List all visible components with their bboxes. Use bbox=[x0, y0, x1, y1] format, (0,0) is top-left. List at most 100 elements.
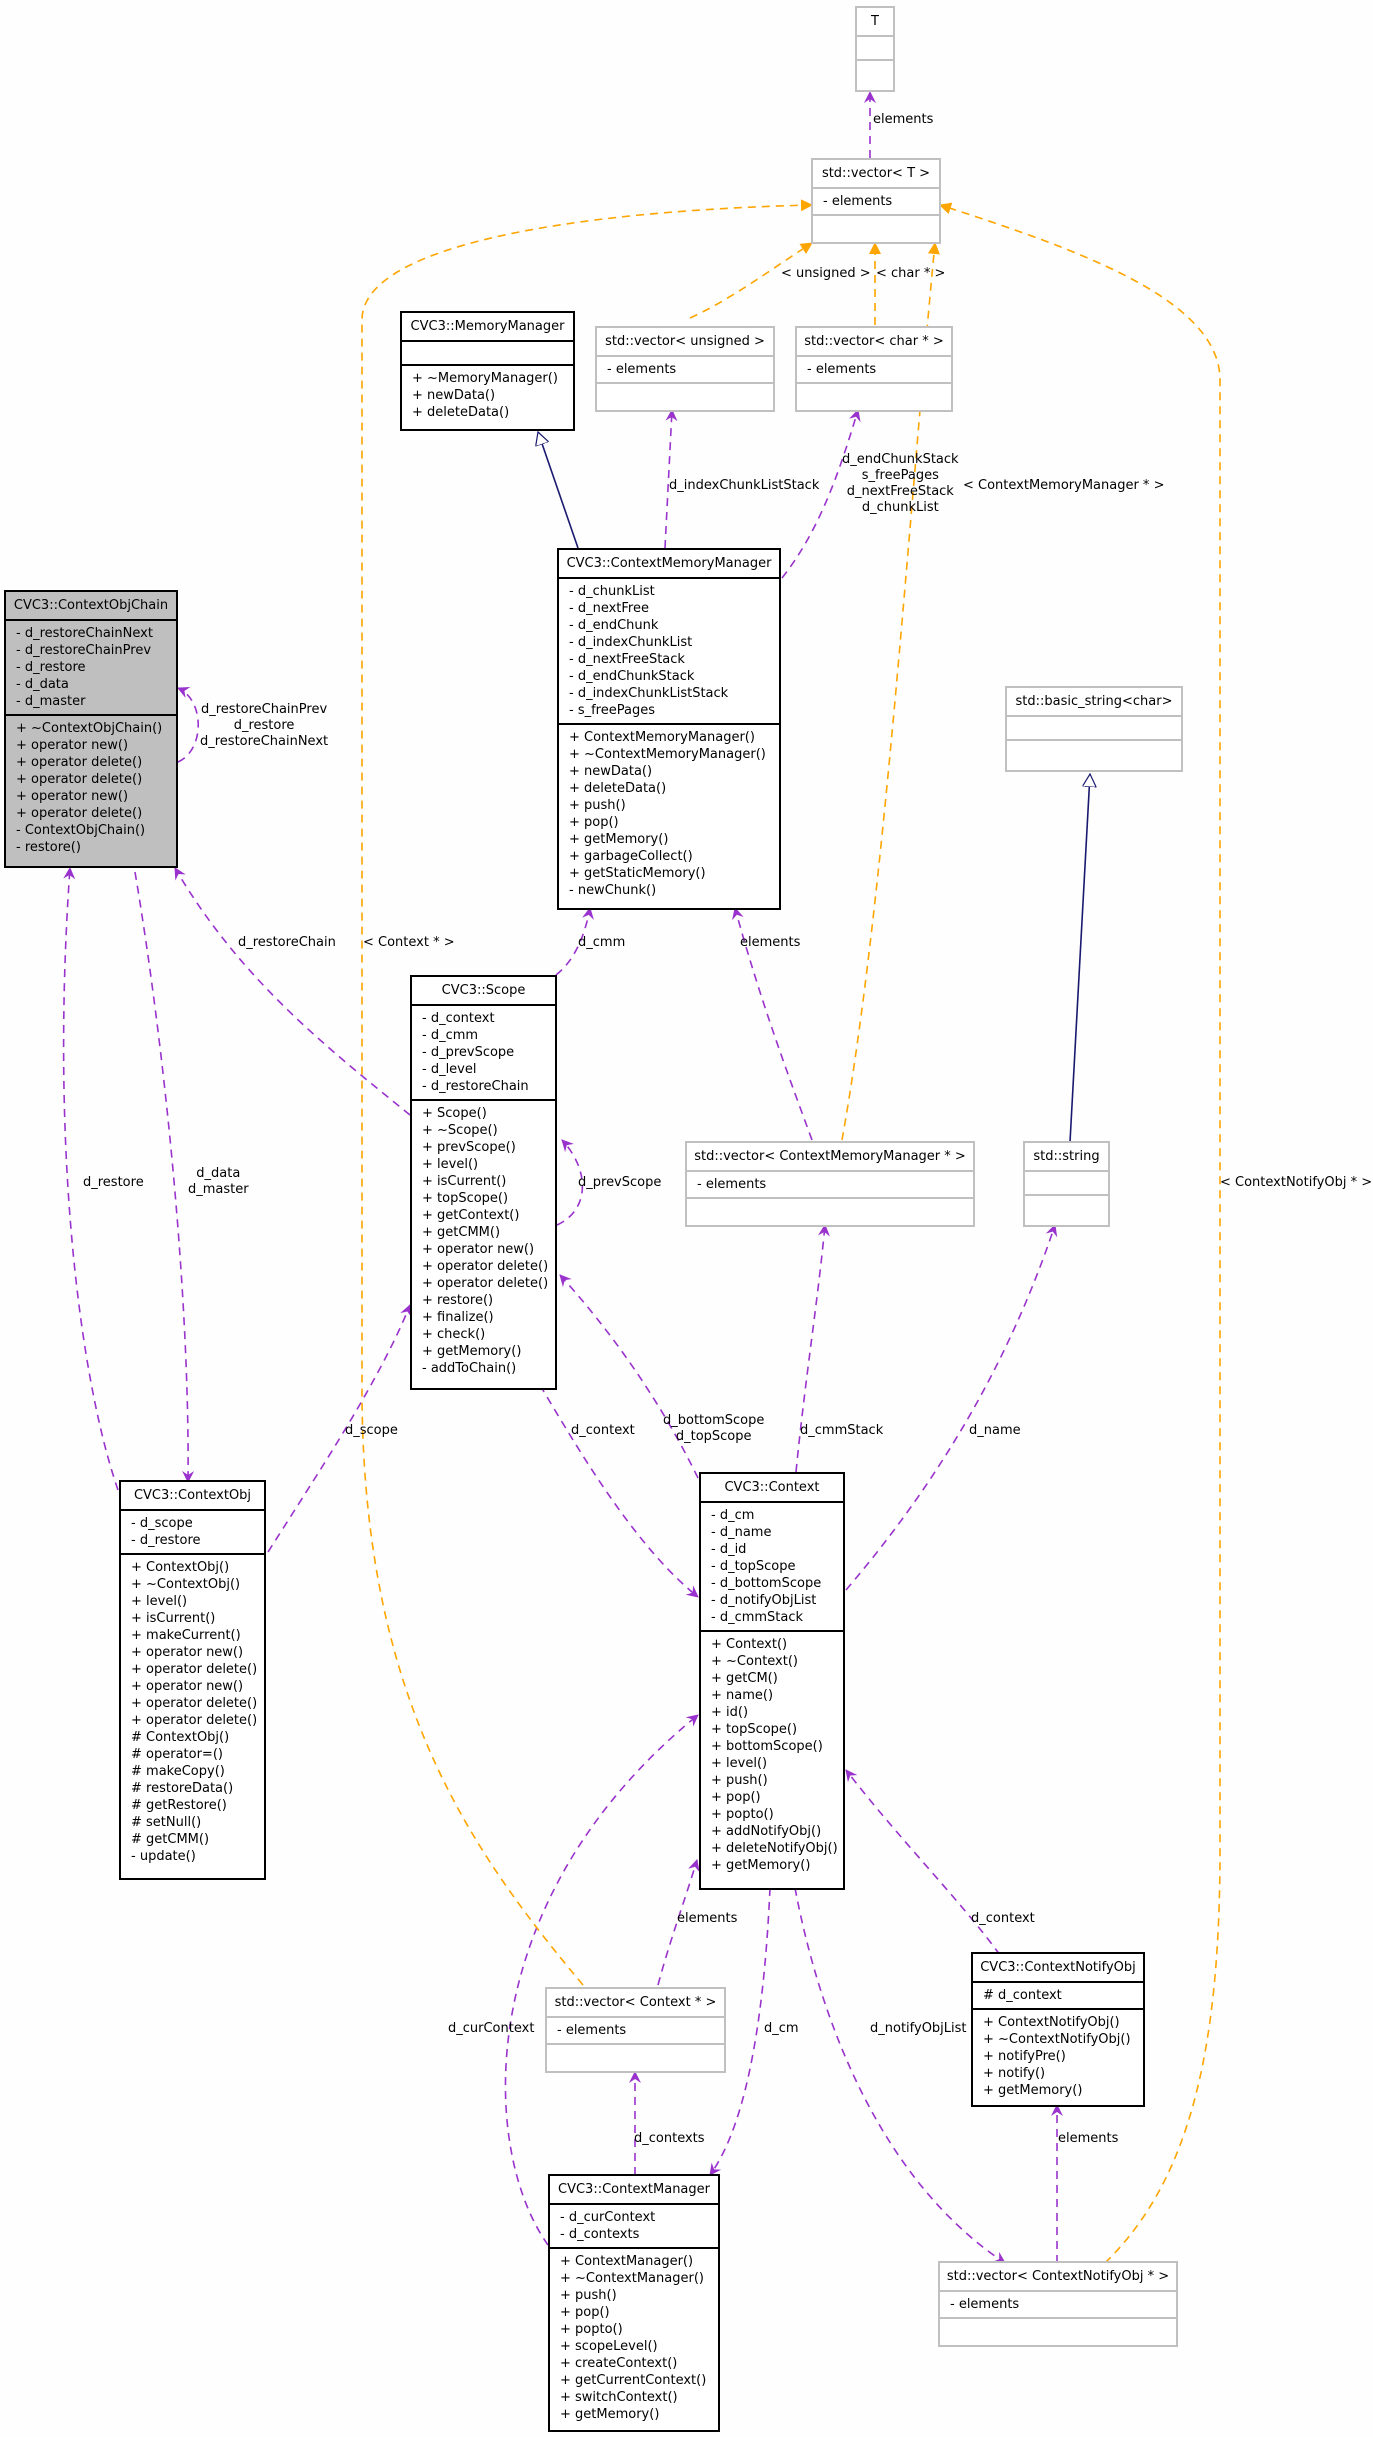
class-vector-char-ptr[interactable]: std::vector< char * > - elements bbox=[795, 326, 953, 412]
class-member: - addToChain() bbox=[422, 1361, 517, 1376]
class-basic-string[interactable]: std::basic_string<char> bbox=[1005, 686, 1183, 772]
edge-chain-to-obj bbox=[134, 871, 195, 1483]
class-attrs bbox=[857, 37, 893, 61]
edge-label: d_curContext bbox=[448, 2021, 535, 2036]
class-member: - d_restoreChain bbox=[422, 1079, 529, 1094]
edge-tpl-context bbox=[361, 199, 813, 1986]
edge-label-line: d_chunkList bbox=[861, 500, 939, 515]
edge-context-to-scope bbox=[559, 1274, 699, 1479]
class-member: - d_restoreChainPrev bbox=[16, 643, 152, 658]
class-memory-manager[interactable]: CVC3::MemoryManager + ~MemoryManager()+ … bbox=[400, 311, 575, 431]
edge-label: d_restore bbox=[83, 1175, 144, 1190]
class-vector-context-ptr[interactable]: std::vector< Context * > - elements bbox=[545, 1987, 726, 2073]
class-vector-cmm-ptr[interactable]: std::vector< ContextMemoryManager * > - … bbox=[685, 1141, 975, 1227]
edge-label: d_cm bbox=[764, 2021, 799, 2036]
class-methods: + Context()+ ~Context()+ getCM()+ name()… bbox=[701, 1632, 843, 1878]
class-member: - d_restoreChainNext bbox=[16, 626, 153, 641]
edge-label-line: d_data bbox=[196, 1166, 241, 1181]
class-context-manager[interactable]: CVC3::ContextManager - d_curContext- d_c… bbox=[548, 2174, 720, 2432]
edge-label: d_contexts bbox=[634, 2131, 705, 2146]
edge-notify-to-context bbox=[845, 1769, 1001, 1956]
class-scope[interactable]: CVC3::Scope - d_context- d_cmm- d_prevSc… bbox=[410, 975, 557, 1390]
class-std-string[interactable]: std::string bbox=[1023, 1141, 1110, 1227]
class-attrs bbox=[402, 342, 573, 366]
edge-label-line: d_endChunkStack bbox=[842, 452, 959, 467]
class-member: + operator delete() bbox=[131, 1713, 258, 1728]
class-context-memory-manager[interactable]: CVC3::ContextMemoryManager - d_chunkList… bbox=[557, 548, 781, 910]
class-member: + getMemory() bbox=[569, 832, 669, 847]
class-methods: + ContextMemoryManager()+ ~ContextMemory… bbox=[559, 725, 779, 903]
class-member: - d_contexts bbox=[560, 2227, 640, 2242]
class-member: # restoreData() bbox=[131, 1781, 234, 1796]
class-member: + topScope() bbox=[711, 1722, 798, 1737]
class-member: - restore() bbox=[16, 840, 81, 855]
class-member: + operator delete() bbox=[131, 1696, 258, 1711]
class-member: - d_restore bbox=[16, 660, 86, 675]
class-title: std::vector< ContextMemoryManager * > bbox=[687, 1143, 973, 1172]
class-member: - d_endChunk bbox=[569, 618, 659, 633]
class-member: + operator delete() bbox=[422, 1259, 549, 1274]
class-methods: + ~ContextObjChain()+ operator new()+ op… bbox=[6, 716, 176, 860]
edge-label: d_indexChunkListStack bbox=[669, 478, 820, 493]
class-member: + getMemory() bbox=[711, 1858, 811, 1873]
class-member: + operator delete() bbox=[16, 755, 143, 770]
class-vector-unsigned[interactable]: std::vector< unsigned > - elements bbox=[595, 326, 775, 412]
class-member: + popto() bbox=[560, 2322, 623, 2337]
edge-scope-to-cmm bbox=[555, 907, 594, 976]
class-member: + getContext() bbox=[422, 1208, 520, 1223]
class-member: + ~Scope() bbox=[422, 1123, 498, 1138]
class-member: + Context() bbox=[711, 1637, 788, 1652]
class-context-obj[interactable]: CVC3::ContextObj - d_scope- d_restore + … bbox=[119, 1480, 266, 1880]
class-vector-notify-ptr[interactable]: std::vector< ContextNotifyObj * > - elem… bbox=[938, 2261, 1178, 2347]
class-member: + notify() bbox=[983, 2066, 1046, 2081]
class-member: + operator new() bbox=[16, 789, 129, 804]
edge-label-line: d_nextFreeStack bbox=[846, 484, 954, 499]
class-attrs: - elements bbox=[687, 1172, 973, 1199]
edge-label: d_context bbox=[571, 1423, 635, 1438]
edge-label: d_context bbox=[971, 1911, 1035, 1926]
class-methods bbox=[1025, 1196, 1108, 1220]
class-methods: + ContextObj()+ ~ContextObj()+ level()+ … bbox=[121, 1555, 264, 1869]
edge-label: elements bbox=[873, 112, 934, 127]
class-member: + operator new() bbox=[16, 738, 129, 753]
class-attrs: - elements bbox=[797, 357, 951, 384]
class-member: - d_cmm bbox=[422, 1028, 479, 1043]
class-member: + push() bbox=[569, 798, 626, 813]
class-member: + ContextManager() bbox=[560, 2254, 694, 2269]
class-member: + operator delete() bbox=[16, 772, 143, 787]
class-member: - elements bbox=[697, 1177, 767, 1192]
edge-label: d_prevScope bbox=[578, 1175, 662, 1190]
class-member: + getCMM() bbox=[422, 1225, 501, 1240]
class-title: CVC3::ContextObj bbox=[121, 1482, 264, 1511]
class-methods bbox=[597, 384, 773, 408]
class-vector-T[interactable]: std::vector< T > - elements bbox=[811, 158, 941, 244]
class-member: + finalize() bbox=[422, 1310, 494, 1325]
class-member: + ContextObj() bbox=[131, 1560, 230, 1575]
edge-label-line: d_restoreChainNext bbox=[200, 734, 329, 749]
edge-inherit-memoryManager bbox=[538, 432, 579, 549]
edge-label: d_notifyObjList bbox=[870, 2021, 967, 2036]
class-context[interactable]: CVC3::Context - d_cm- d_name- d_id- d_to… bbox=[699, 1472, 845, 1890]
class-context-obj-chain[interactable]: CVC3::ContextObjChain - d_restoreChainNe… bbox=[4, 590, 178, 868]
edge-vectorCtx-to-context bbox=[657, 1859, 700, 1986]
edge-label: < ContextMemoryManager * > bbox=[963, 478, 1165, 493]
class-member: + deleteData() bbox=[412, 405, 510, 420]
class-attrs: # d_context bbox=[973, 1983, 1143, 2010]
class-attrs: - elements bbox=[597, 357, 773, 384]
class-title: T bbox=[857, 8, 893, 37]
class-member: + ~ContextNotifyObj() bbox=[983, 2032, 1131, 2047]
class-member: # setNull() bbox=[131, 1815, 202, 1830]
edge-label-line: d_restoreChainPrev bbox=[200, 702, 328, 717]
edge-cmm-to-vectorUnsigned bbox=[664, 409, 678, 549]
class-member: + operator delete() bbox=[422, 1276, 549, 1291]
class-member: - d_scope bbox=[131, 1516, 193, 1531]
class-attrs bbox=[1025, 1172, 1108, 1196]
class-context-notify-obj[interactable]: CVC3::ContextNotifyObj # d_context + Con… bbox=[971, 1952, 1145, 2107]
class-attrs: - d_context- d_cmm- d_prevScope- d_level… bbox=[412, 1006, 555, 1101]
class-methods: + Scope()+ ~Scope()+ prevScope()+ level(… bbox=[412, 1101, 555, 1381]
class-member: - d_cm bbox=[711, 1508, 755, 1523]
edge-context-to-vectorNotify bbox=[794, 1887, 1006, 2264]
class-member: - d_notifyObjList bbox=[711, 1593, 817, 1608]
class-T[interactable]: T bbox=[855, 6, 895, 92]
